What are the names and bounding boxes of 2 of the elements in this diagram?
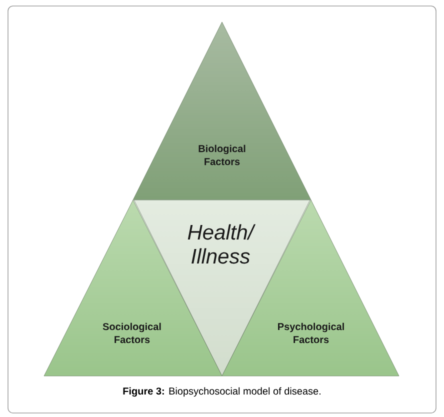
triangle: Biological Factors (132, 22, 312, 200)
figure-caption: Figure 3: Biopsychosocial model of disease. (123, 387, 320, 397)
